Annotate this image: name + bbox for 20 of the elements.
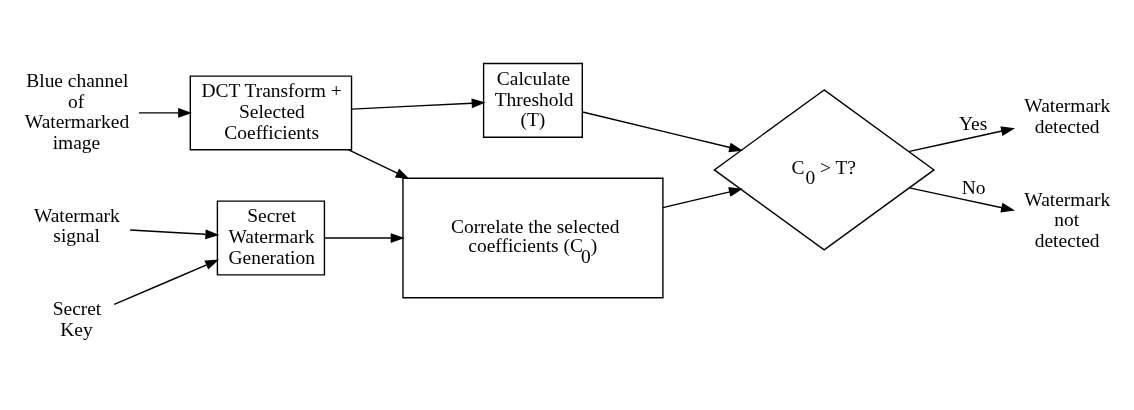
node-text: Watermark detected [1024,94,1111,137]
node-text: Watermark signal [33,204,120,247]
arrow [324,233,405,243]
node-text: Secret Key [52,297,102,340]
arrow [581,111,744,153]
arrow [908,187,1015,213]
arrow [662,187,743,209]
arrow [138,108,193,118]
node-box: DCT Transform + Selected Coefficients [189,75,353,151]
node-text: Blue channel of Watermarked image [24,69,130,154]
node-text: Watermark not detected [1024,188,1111,252]
edge-label: Yes [959,112,988,134]
edge-label: No [961,176,986,198]
node-box: Secret Watermark Generation [216,200,326,276]
arrow [351,98,486,110]
node-box: Calculate Threshold (T) [482,62,583,138]
arrow [113,259,220,306]
arrow [348,149,410,180]
arrow [908,126,1015,153]
arrow [129,229,220,240]
